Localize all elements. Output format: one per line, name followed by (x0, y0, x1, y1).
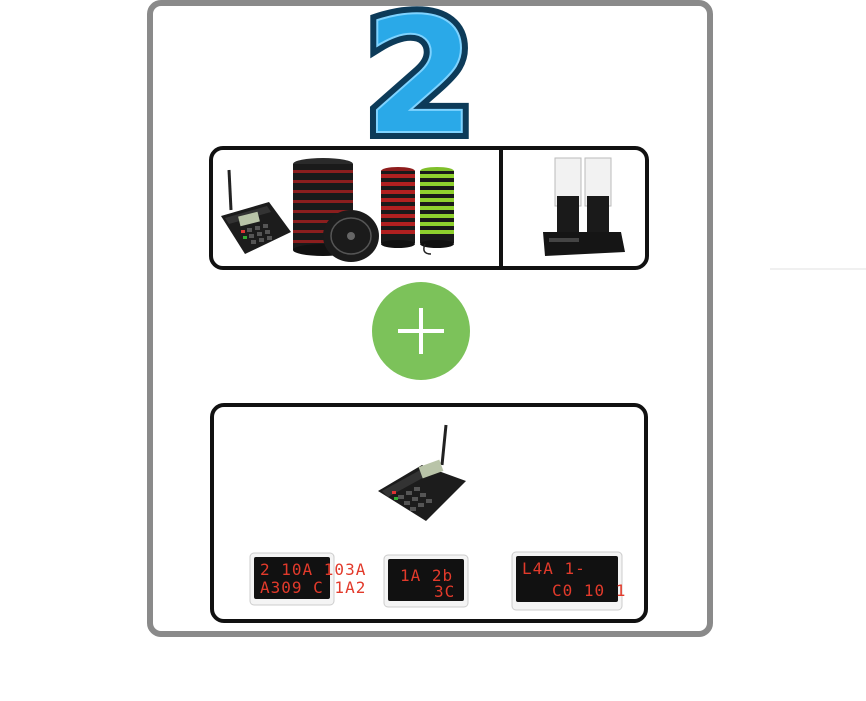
led-display-2-line2: 3C (434, 582, 455, 601)
step-number-text: 2 (364, 0, 475, 170)
led-display-2: 1A 2b 3C (383, 554, 469, 608)
black-pager-stack-image (293, 158, 379, 262)
led-display-1-line2: A309 C 1A2 (260, 578, 366, 597)
step-number-graphic: 2 2 (357, 0, 482, 177)
pager-kit-panel (209, 146, 649, 270)
led-display-3-line1: L4A 1- (522, 559, 586, 578)
green-pager-stack-image (420, 167, 454, 255)
transmitter-keypad-image (378, 424, 466, 521)
led-display-3: L4A 1- C0 10 1 (511, 551, 625, 611)
panel-divider (499, 150, 503, 266)
display-kit-panel: 2 10A 103A A309 C 1A2 1A 2b 3C L4A 1- C0… (210, 403, 648, 623)
transmitter-keypad-image (221, 169, 291, 254)
step-number: 2 2 (350, 0, 490, 177)
red-pager-stack-image (381, 167, 415, 248)
led-display-1: 2 10A 103A A309 C 1A2 (249, 552, 365, 606)
led-display-1-line1: 2 10A 103A (260, 560, 366, 579)
charger-base-image (543, 157, 625, 256)
led-display-2-line1: 1A 2b (400, 566, 453, 585)
decorative-line (770, 268, 866, 270)
led-display-3-line2: C0 10 1 (552, 581, 626, 600)
plus-icon (372, 282, 470, 380)
